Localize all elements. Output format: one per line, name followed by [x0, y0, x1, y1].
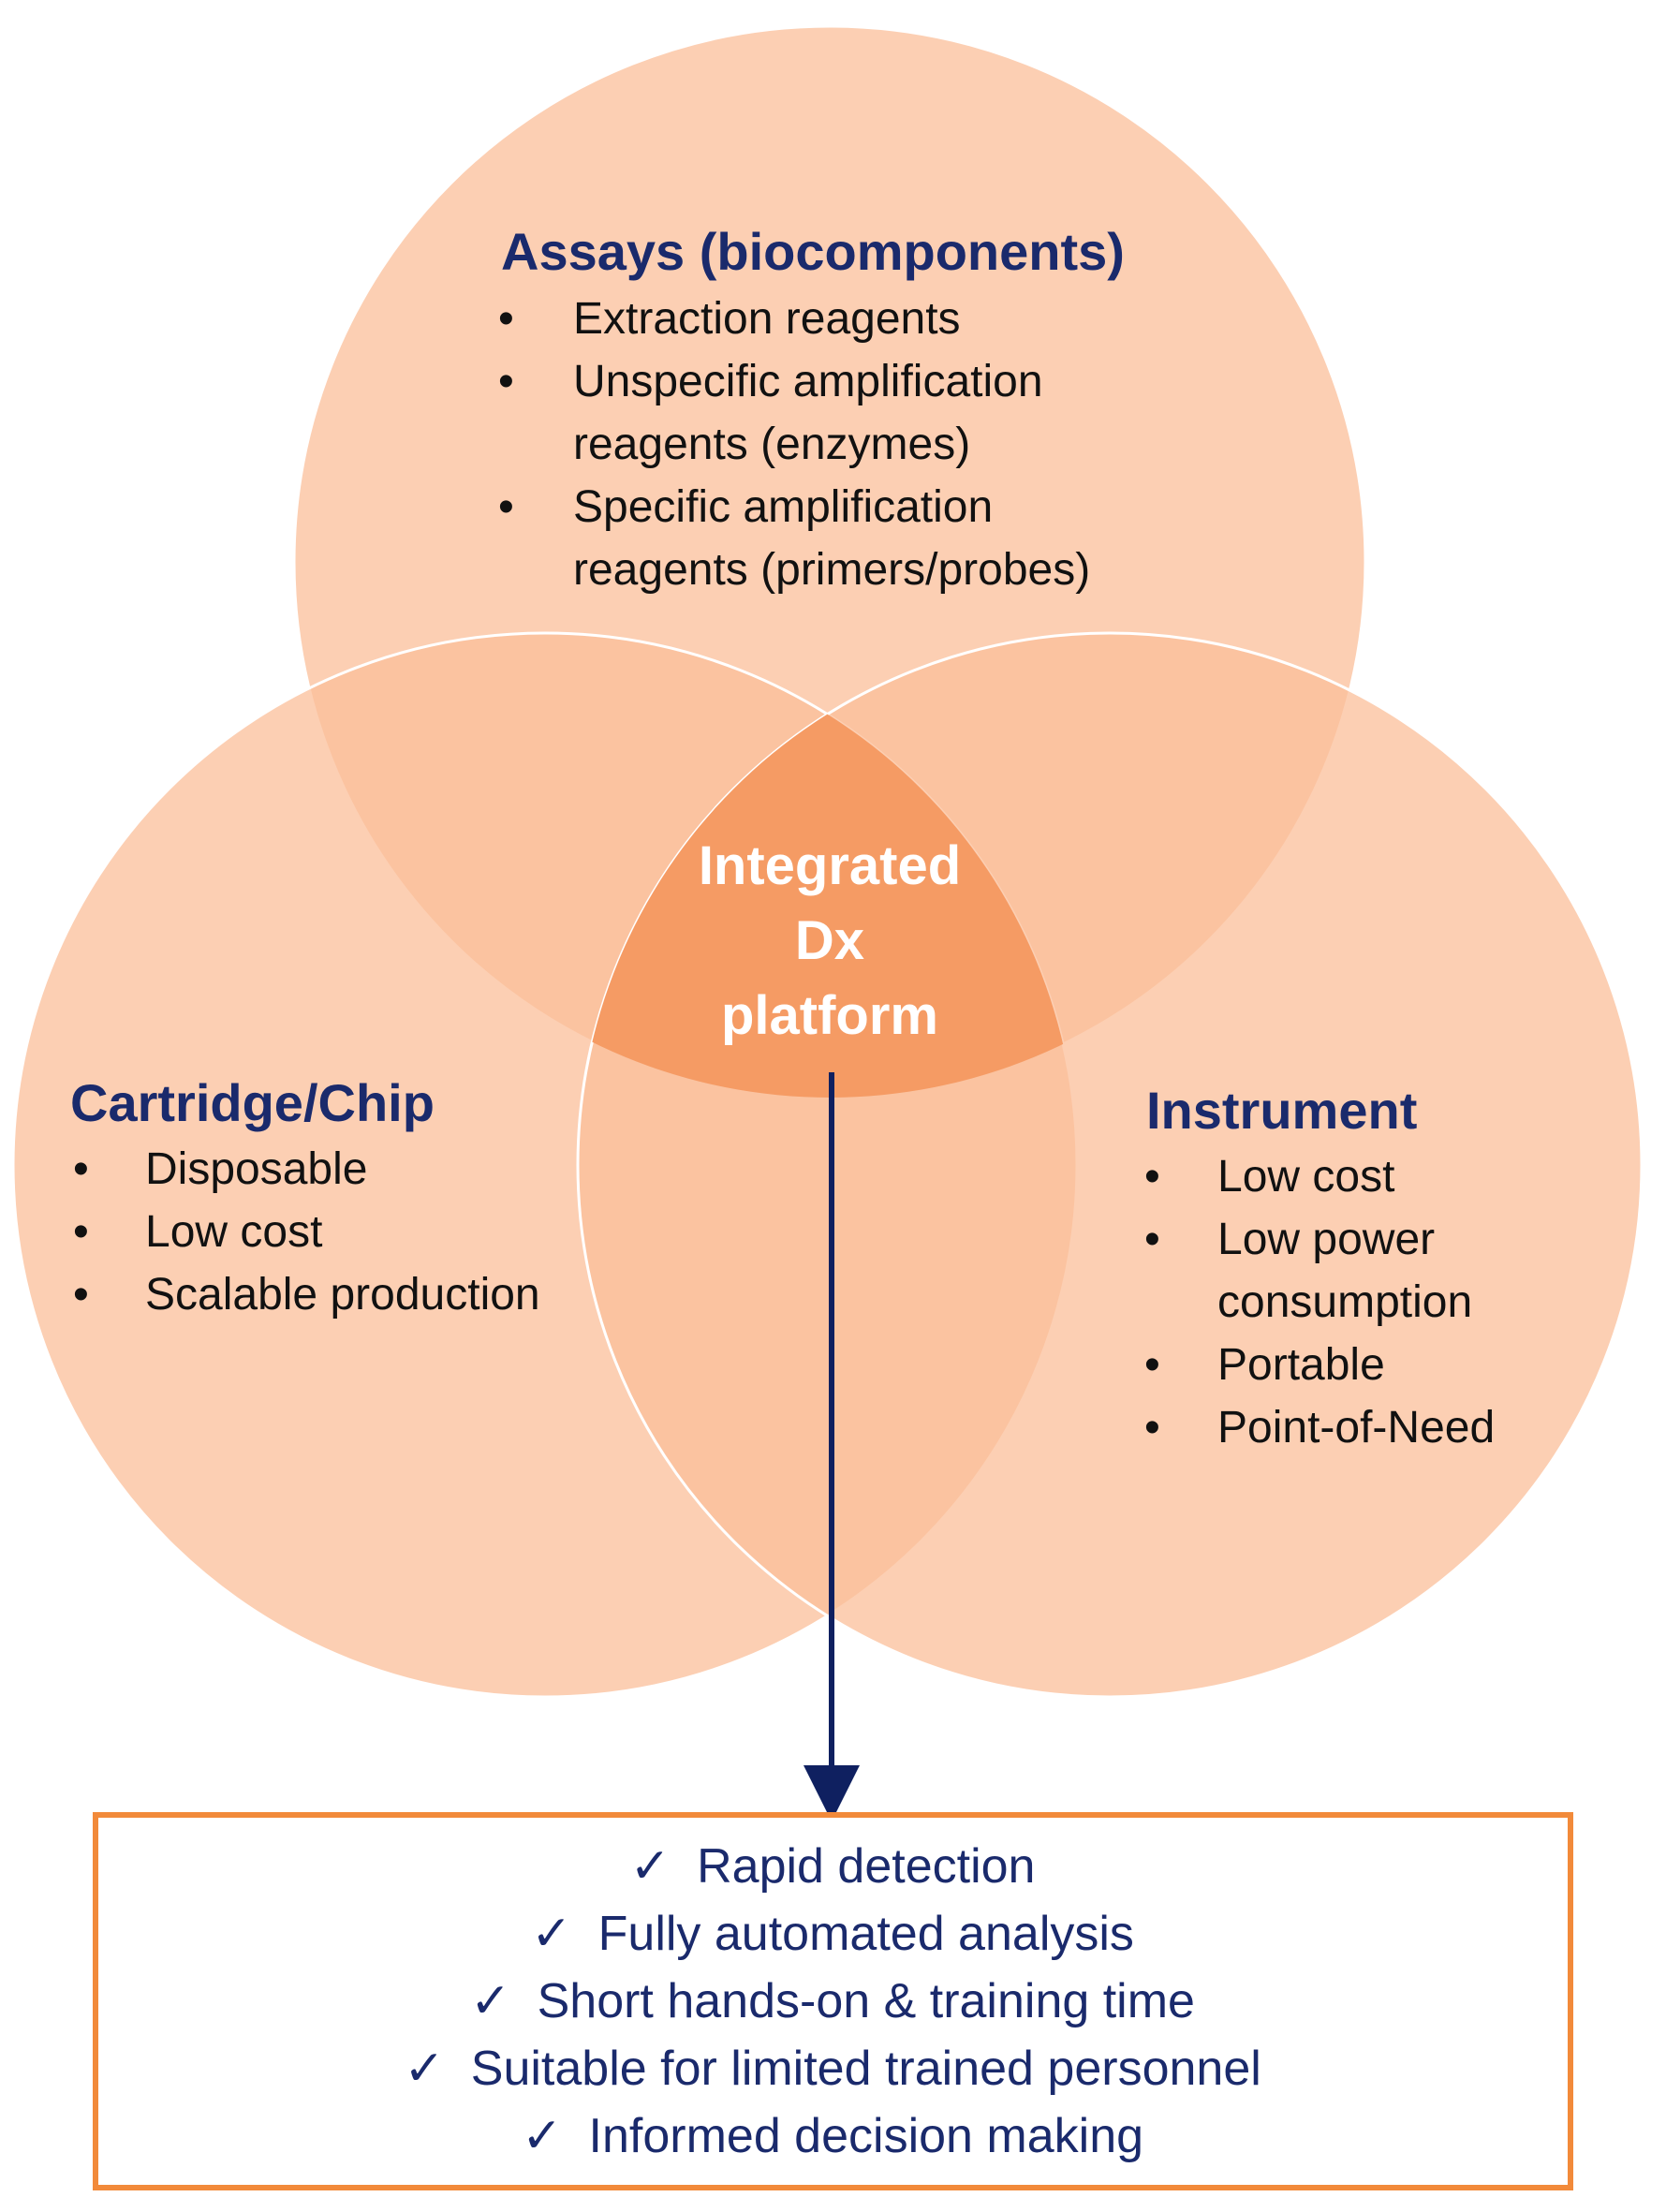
- instrument-bullet-dot: •: [1144, 1403, 1160, 1453]
- assays-bullet-text: Specific amplification: [573, 482, 993, 532]
- instrument-bullet-dot: •: [1144, 1152, 1160, 1202]
- instrument-title: Instrument: [1146, 1081, 1417, 1140]
- instrument-bullet-dot: •: [1144, 1340, 1160, 1390]
- benefit-item: ✓ Short hands-on & training time: [470, 1974, 1195, 2028]
- cartridge-bullet-dot: •: [73, 1270, 89, 1320]
- center-line-2: Dx: [795, 910, 864, 971]
- assays-title: Assays (biocomponents): [501, 222, 1125, 281]
- benefit-item: ✓ Fully automated analysis: [531, 1907, 1134, 1961]
- center-overlap: [578, 633, 1077, 1098]
- check-icon: ✓: [630, 1839, 671, 1894]
- assays-bullet-dot: •: [498, 357, 514, 406]
- instrument-bullet-text: Portable: [1217, 1340, 1385, 1390]
- instrument-bullet-text: Low power: [1217, 1215, 1435, 1264]
- benefit-item: ✓ Rapid detection: [630, 1839, 1036, 1894]
- assays-bullet-dot: •: [498, 294, 514, 344]
- benefit-text: Informed decision making: [589, 2109, 1144, 2163]
- benefit-text: Rapid detection: [697, 1839, 1035, 1894]
- cartridge-title: Cartridge/Chip: [70, 1073, 435, 1132]
- benefit-item: ✓ Suitable for limited trained personnel: [404, 2042, 1261, 2096]
- cartridge-bullet-text: Scalable production: [145, 1270, 540, 1320]
- center-line-1: Integrated: [699, 835, 961, 896]
- assays-bullet-text: Unspecific amplification: [573, 357, 1043, 406]
- cartridge-bullet-text: Low cost: [145, 1207, 322, 1257]
- instrument-bullet-list: • Low cost • Low power consumption • Portable •…: [1144, 1152, 1495, 1453]
- check-icon: ✓: [404, 2042, 445, 2096]
- benefit-text: Fully automated analysis: [598, 1907, 1134, 1961]
- check-icon: ✓: [531, 1907, 572, 1961]
- cartridge-bullet-dot: •: [73, 1144, 89, 1194]
- assays-bullet-dot: •: [498, 482, 514, 532]
- benefit-item: ✓ Informed decision making: [522, 2109, 1143, 2163]
- assays-bullet-text: Extraction reagents: [573, 294, 961, 344]
- instrument-bullet-text: Point-of-Need: [1217, 1403, 1495, 1453]
- benefits-box: [93, 1812, 1573, 2190]
- check-icon: ✓: [470, 1974, 511, 2028]
- benefit-text: Suitable for limited trained personnel: [471, 2042, 1261, 2096]
- cartridge-bullet-dot: •: [73, 1207, 89, 1257]
- assays-bullet-list: • Extraction reagents • Unspecific amplific…: [498, 294, 1090, 595]
- benefit-text: Short hands-on & training time: [538, 1974, 1195, 2028]
- assays-bullet-text: reagents (primers/probes): [573, 545, 1090, 595]
- cartridge-bullet-text: Disposable: [145, 1144, 367, 1194]
- benefits-list: ✓ Rapid detection ✓ Fully automated analysi…: [404, 1839, 1261, 2163]
- instrument-bullet-dot: •: [1144, 1215, 1160, 1264]
- instrument-bullet-text: consumption: [1217, 1277, 1472, 1327]
- instrument-bullet-text: Low cost: [1217, 1152, 1394, 1202]
- check-icon: ✓: [522, 2109, 563, 2163]
- cartridge-bullet-list: • Disposable • Low cost • Scalable production: [73, 1144, 540, 1320]
- assays-bullet-text: reagents (enzymes): [573, 420, 970, 469]
- center-line-3: platform: [721, 985, 938, 1046]
